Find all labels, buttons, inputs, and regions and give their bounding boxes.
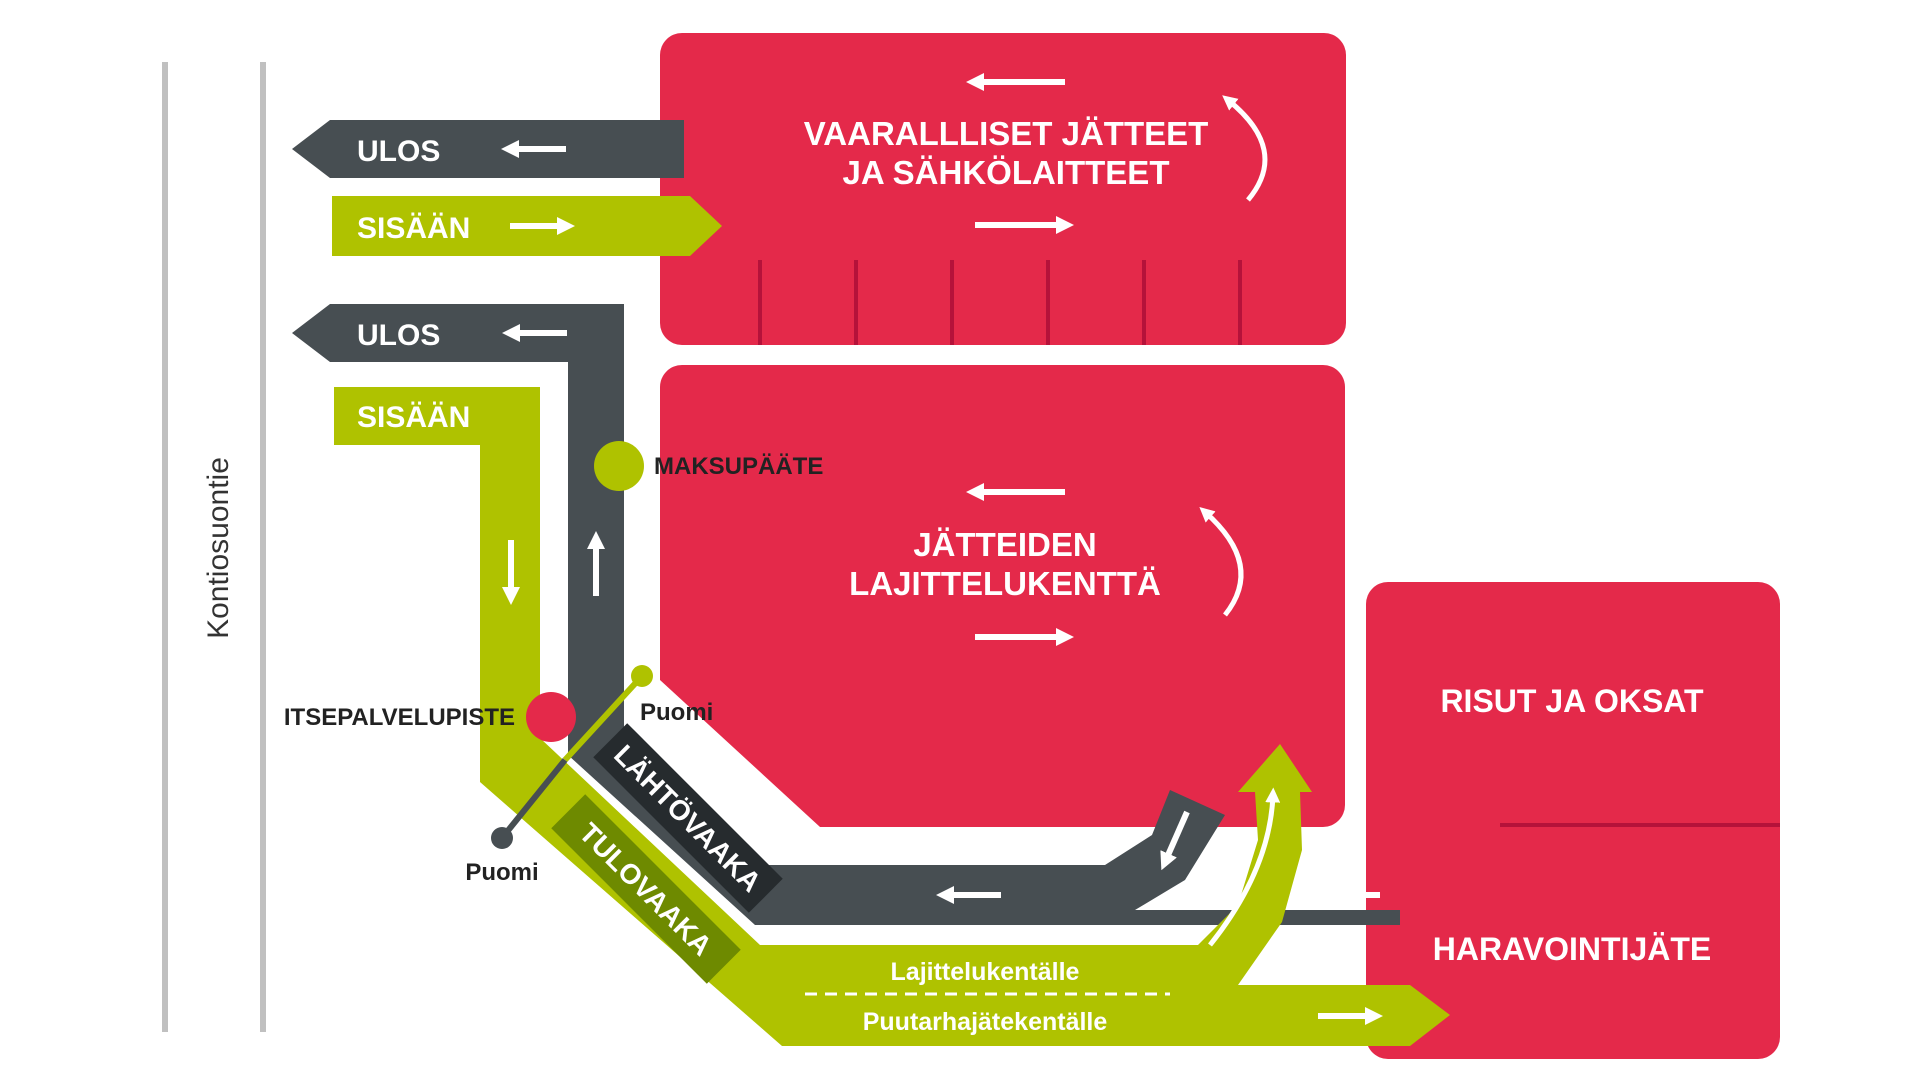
- payment-terminal-label: MAKSUPÄÄTE: [654, 453, 823, 480]
- barrier-icon: Puomi: [465, 758, 568, 886]
- zone-hazardous-title-1: VAARALLLISET JÄTTEET: [804, 115, 1209, 152]
- road-name: Kontiosuontie: [202, 457, 235, 639]
- mid-exit-label: ULOS: [357, 319, 440, 352]
- top-entry-label: SISÄÄN: [357, 212, 470, 245]
- self-service-point: ITSEPALVELUPISTE: [284, 692, 576, 742]
- zone-hazardous-title-2: JA SÄHKÖLAITTEET: [843, 154, 1170, 191]
- top-exit-label: ULOS: [357, 135, 440, 168]
- zone-sorting-title-1: JÄTTEIDEN: [913, 526, 1096, 563]
- self-service-label: ITSEPALVELUPISTE: [284, 704, 515, 731]
- zone-branches-title: RISUT JA OKSAT: [1440, 683, 1704, 719]
- rotate-arrow-icon: [1222, 95, 1268, 202]
- exit-route: ULOS: [292, 304, 1400, 925]
- barrier-lower-label: Puomi: [465, 859, 538, 886]
- to-sorting-label: Lajittelukentälle: [891, 958, 1080, 986]
- arrow-down-icon: [1160, 810, 1190, 871]
- rotate-arrow-icon: [1199, 507, 1244, 617]
- top-entry-lane: SISÄÄN: [332, 196, 722, 256]
- zone-hazardous-waste: VAARALLLISET JÄTTEET JA SÄHKÖLAITTEET: [660, 33, 1346, 345]
- to-garden-label: Puutarhajätekentälle: [863, 1008, 1108, 1036]
- zone-garden-waste: RISUT JA OKSAT HARAVOINTIJÄTE: [1366, 582, 1780, 1059]
- mid-entry-label: SISÄÄN: [357, 401, 470, 434]
- zone-sorting-field: JÄTTEIDEN LAJITTELUKENTTÄ: [660, 365, 1345, 827]
- barrier-icon: Puomi: [562, 665, 713, 763]
- zone-sorting-title-2: LAJITTELUKENTTÄ: [849, 565, 1161, 602]
- zone-raking-title: HARAVOINTIJÄTE: [1433, 931, 1712, 967]
- barrier-upper-label: Puomi: [640, 699, 713, 726]
- payment-terminal: MAKSUPÄÄTE: [594, 441, 823, 491]
- top-exit-lane: ULOS: [292, 120, 684, 178]
- arrow-up-icon: [1208, 787, 1281, 947]
